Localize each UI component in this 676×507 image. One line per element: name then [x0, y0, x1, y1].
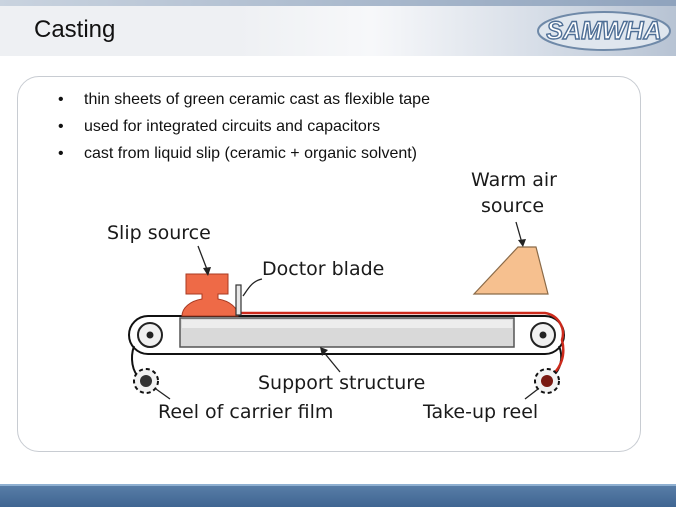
bullet-item: • thin sheets of green ceramic cast as fl…	[58, 89, 430, 116]
doctor-blade-arrow	[242, 278, 263, 297]
bullet-dot: •	[58, 91, 64, 108]
bullet-item: • cast from liquid slip (ceramic + organi…	[58, 143, 430, 170]
carrier-reel-arrow	[155, 388, 171, 400]
take-up-reel-arrow	[524, 388, 539, 400]
label-warm-air-line1: Warm air	[471, 169, 557, 191]
warm-air-source-nozzle	[472, 246, 549, 295]
warm-air-arrow-head	[518, 239, 526, 247]
support-structure-arrow-head	[320, 347, 328, 356]
support-structure-arrow	[321, 349, 341, 373]
label-slip-source: Slip source	[107, 222, 211, 244]
bullet-text: used for integrated circuits and capacit…	[84, 118, 381, 135]
bullet-dot: •	[58, 118, 64, 135]
left-roller-hub	[146, 331, 154, 339]
label-take-up-reel: Take-up reel	[422, 401, 538, 423]
carrier-film-left-curve	[128, 315, 149, 355]
support-structure-highlight	[182, 320, 512, 328]
slip-source-arrow-head	[203, 267, 211, 276]
bullet-item: • used for integrated circuits and capaci…	[58, 116, 430, 143]
bullet-text: thin sheets of green ceramic cast as fle…	[84, 91, 430, 108]
right-roller-hub	[539, 331, 547, 339]
cast-ceramic-tape	[238, 311, 565, 375]
take-up-reel-core	[541, 375, 553, 387]
bullet-dot: •	[58, 145, 64, 162]
footer-bar-highlight	[0, 484, 676, 486]
label-warm-air-line2: source	[481, 195, 544, 217]
bullet-list: • thin sheets of green ceramic cast as fl…	[58, 89, 430, 170]
warm-air-arrow	[515, 221, 523, 244]
carrier-film-reel-core	[140, 375, 152, 387]
label-support-structure: Support structure	[258, 372, 425, 394]
svg-text:SAMWHA: SAMWHA	[546, 17, 661, 45]
samwha-logo: SAMWHA	[537, 11, 671, 51]
bullet-text: cast from liquid slip (ceramic + organic…	[84, 145, 418, 162]
label-doctor-blade: Doctor blade	[262, 258, 384, 280]
slip-source-reservoir	[181, 273, 239, 317]
footer-bar	[0, 484, 676, 507]
label-reel-of-carrier-film: Reel of carrier film	[158, 401, 333, 423]
header-top-strip	[0, 0, 676, 6]
slide-title: Casting	[34, 16, 116, 43]
doctor-blade	[235, 284, 242, 316]
